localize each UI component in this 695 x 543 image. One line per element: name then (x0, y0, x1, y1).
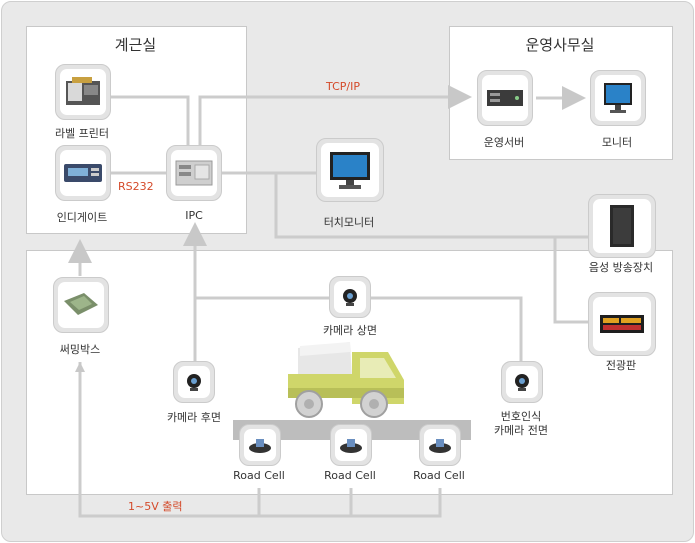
line-printer-ipc (110, 95, 190, 145)
operation-server-node (477, 70, 533, 126)
server-icon (487, 90, 523, 106)
line-camera-front (370, 296, 523, 362)
load-cell-3-node (419, 424, 461, 466)
line-ipc-server (198, 85, 472, 145)
camera-rear-icon (187, 374, 201, 391)
camera-top-label: 카메라 상면 (322, 324, 378, 337)
load-cell-icon (340, 439, 362, 453)
tcp-ip-link-label: TCP/IP (326, 80, 360, 93)
summing-box-icon (64, 293, 98, 315)
monitor-label: 모니터 (601, 136, 633, 149)
display-board-node (588, 292, 656, 356)
speaker-node (588, 194, 656, 258)
printer-icon (66, 77, 100, 105)
load-cell-3-label: Road Cell (413, 469, 465, 482)
line-to-display (553, 237, 590, 324)
load-cell-icon (249, 439, 271, 453)
display-board-icon (600, 315, 644, 333)
summing-box-label: 써밍박스 (59, 343, 101, 356)
truck-illustration (288, 342, 404, 418)
load-cell-2-label: Road Cell (324, 469, 376, 482)
touch-monitor-label: 터치모니터 (323, 216, 375, 229)
rs232-link-label: RS232 (118, 180, 154, 193)
weighing-room-title: 계근실 (114, 36, 157, 54)
label-printer-label: 라벨 프린터 (54, 127, 110, 140)
line-ipc-speaker (274, 173, 590, 239)
camera-front-label-line2: 카메라 전면 (493, 424, 549, 437)
summing-box-node (53, 277, 109, 333)
touch-monitor-node (316, 138, 384, 202)
camera-front-node (501, 361, 543, 403)
load-cell-icon (429, 439, 451, 453)
touch-monitor-icon (330, 152, 370, 189)
operations-office-title: 운영사무실 (525, 36, 595, 54)
monitor-icon (604, 83, 632, 113)
arrow-up-summing (75, 362, 85, 372)
load-cell-1-node (239, 424, 281, 466)
load-cell-2-node (330, 424, 372, 466)
camera-top-node (329, 276, 371, 318)
load-cell-1-label: Road Cell (233, 469, 285, 482)
camera-rear-label: 카메라 후면 (166, 411, 222, 424)
output-link-label: 1~5V 출력 (128, 500, 183, 513)
indicator-icon (64, 164, 102, 182)
indicator-node (55, 145, 111, 201)
camera-rear-node (173, 361, 215, 403)
ipc-node (166, 145, 222, 201)
camera-top-icon (343, 289, 357, 306)
display-board-label: 전광판 (605, 359, 637, 372)
ipc-icon (175, 160, 213, 186)
ipc-label: IPC (185, 209, 203, 222)
camera-front-icon (515, 374, 529, 391)
indicator-label: 인디게이트 (56, 211, 108, 224)
camera-front-label-line1: 번호인식 (500, 410, 542, 423)
speaker-label: 음성 방송장치 (588, 261, 654, 274)
label-printer-node (55, 64, 111, 120)
speaker-icon (610, 205, 634, 247)
operation-server-label: 운영서버 (483, 136, 525, 149)
monitor-node (590, 70, 646, 126)
